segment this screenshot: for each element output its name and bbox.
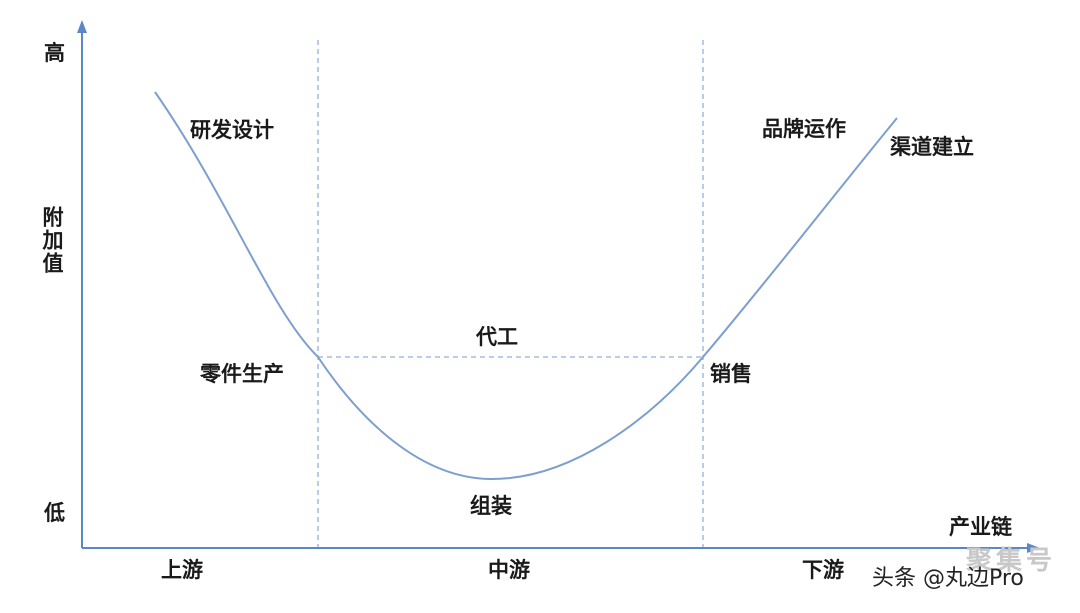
- x-axis-arrow: [1027, 543, 1040, 553]
- stage-channel-building: 渠道建立: [890, 135, 974, 159]
- smile-curve: [154, 91, 898, 481]
- x-segment-downstream: 下游: [802, 558, 844, 582]
- x-segment-upstream: 上游: [161, 558, 203, 582]
- stage-oem: 代工: [476, 325, 518, 349]
- y-axis-title: 附加值: [40, 206, 64, 275]
- watermark-faint: 聚集号: [966, 546, 1057, 576]
- x-segment-midstream: 中游: [488, 558, 530, 582]
- x-axis-title: 产业链: [949, 515, 1012, 539]
- y-axis-low-label: 低: [44, 501, 65, 525]
- stage-parts-production: 零件生产: [200, 362, 284, 386]
- y-axis-high-label: 高: [44, 41, 65, 65]
- stage-brand-operation: 品牌运作: [762, 117, 846, 141]
- stage-sales: 销售: [710, 362, 752, 386]
- watermark-main: 头条 @丸边Pro: [872, 566, 1024, 591]
- y-axis-arrow: [77, 20, 87, 33]
- stage-rd-design: 研发设计: [190, 118, 274, 142]
- stage-assembly: 组装: [470, 494, 512, 518]
